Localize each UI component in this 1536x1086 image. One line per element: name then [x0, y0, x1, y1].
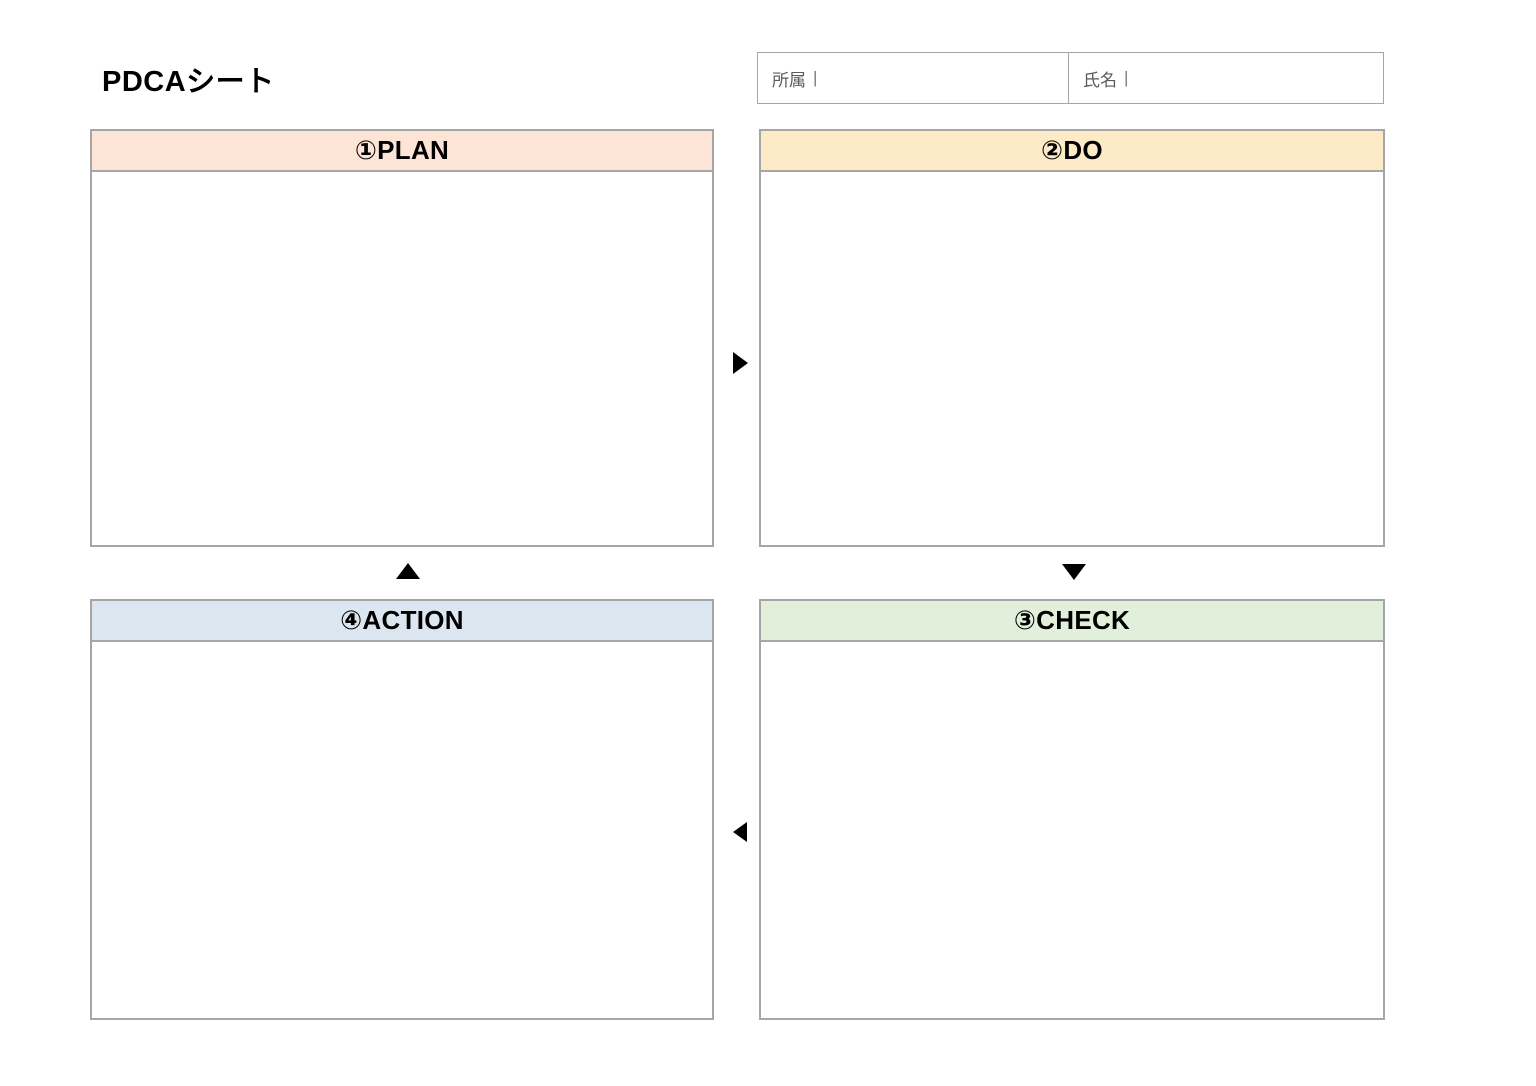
panel-action-header: ④ACTION [90, 599, 714, 642]
arrow-left-icon [733, 822, 747, 842]
page-title: PDCAシート [102, 66, 275, 98]
name-label: 氏名 [1083, 70, 1117, 90]
panel-do-header: ②DO [759, 129, 1385, 172]
panel-check-header: ③CHECK [759, 599, 1385, 642]
arrow-down-icon [1062, 564, 1086, 580]
panel-action-body[interactable] [90, 642, 714, 1020]
affiliation-label: 所属 [772, 70, 806, 90]
arrow-up-icon [396, 563, 420, 579]
panel-plan-header: ①PLAN [90, 129, 714, 172]
panel-check-body[interactable] [759, 642, 1385, 1020]
name-field[interactable]: 氏名 | [1069, 53, 1383, 103]
panel-action: ④ACTION [90, 599, 714, 1020]
panel-plan-body[interactable] [90, 172, 714, 547]
identity-header-table: 所属 | 氏名 | [757, 52, 1384, 104]
name-caret: | [1124, 68, 1129, 87]
panel-do: ②DO [759, 129, 1385, 547]
arrow-right-icon [733, 352, 748, 374]
affiliation-field[interactable]: 所属 | [758, 53, 1069, 103]
panel-check: ③CHECK [759, 599, 1385, 1020]
panel-plan: ①PLAN [90, 129, 714, 547]
affiliation-caret: | [813, 68, 818, 87]
panel-do-body[interactable] [759, 172, 1385, 547]
